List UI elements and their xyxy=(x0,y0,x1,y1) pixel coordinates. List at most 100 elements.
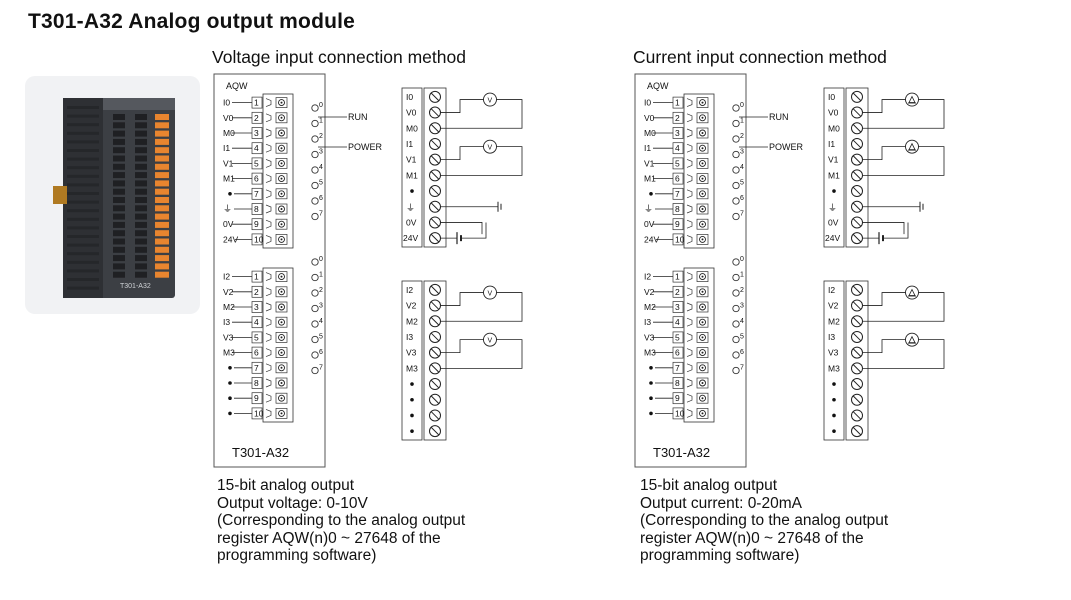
photo-orange-terminal xyxy=(155,221,169,228)
photo-terminal-slot xyxy=(135,155,147,162)
photo-terminal-slot xyxy=(113,172,125,179)
screw-center xyxy=(280,321,283,324)
led-number: 6 xyxy=(319,195,323,202)
terminal-label: M3 xyxy=(223,348,235,358)
clamp-arrow xyxy=(686,128,693,138)
load-wire-positive xyxy=(862,339,906,354)
photo-terminal-slot xyxy=(113,205,125,212)
screw-head xyxy=(278,409,285,417)
screw-head xyxy=(699,303,706,311)
field-screw-slot xyxy=(430,155,440,165)
field-screw-slot xyxy=(430,233,440,243)
terminal-label: M2 xyxy=(223,302,235,312)
field-screw-slot xyxy=(852,379,862,389)
photo-orange-terminal xyxy=(155,180,169,187)
terminal-label: I3 xyxy=(644,317,651,327)
status-led xyxy=(732,320,740,328)
photo-terminal-slot xyxy=(113,230,125,237)
screw-center xyxy=(280,397,283,400)
pin-number: 6 xyxy=(675,174,680,184)
pin-number: 10 xyxy=(254,408,264,418)
clamp-arrow xyxy=(265,189,272,199)
photo-vent-rib xyxy=(67,174,99,178)
status-led xyxy=(311,197,319,205)
terminal-label: V3 xyxy=(644,332,655,342)
clamp-arrow xyxy=(265,174,272,183)
module-outline xyxy=(213,73,326,468)
field-terminal-label: I3 xyxy=(406,332,413,342)
status-led xyxy=(311,104,319,112)
photo-terminal-slot xyxy=(135,221,147,228)
pin-number-box xyxy=(251,142,263,155)
field-terminal-label: I1 xyxy=(828,139,835,149)
screw-center xyxy=(280,101,283,104)
load-wire-positive xyxy=(862,99,906,113)
field-terminal-label: 0V xyxy=(828,217,839,227)
led-number: 1 xyxy=(319,118,323,125)
photo-terminal-slot xyxy=(135,138,147,145)
clamp-arrow xyxy=(265,333,272,342)
field-screw-slot xyxy=(430,395,440,405)
clamp-arrow xyxy=(686,363,693,373)
screw-head xyxy=(699,99,706,107)
photo-vent-rib xyxy=(67,243,99,247)
current-note-1: 15-bit analog output xyxy=(640,477,778,494)
page-title: T301-A32 Analog output module xyxy=(28,10,356,33)
terminal-label: 0V xyxy=(644,219,655,229)
screw-center xyxy=(701,366,704,369)
current-notes: 15-bit analog output Output current: 0-2… xyxy=(640,477,888,565)
clamp-arrow xyxy=(265,348,272,357)
pin-number-box xyxy=(251,407,263,420)
screw-center xyxy=(280,238,283,241)
status-led xyxy=(311,212,319,221)
field-screw-slot xyxy=(852,233,862,243)
clamp-arrow xyxy=(265,98,272,107)
photo-orange-terminal xyxy=(155,246,169,253)
led-number: 7 xyxy=(319,211,323,218)
photo-terminal-slot xyxy=(113,213,125,220)
field-unused-dot xyxy=(832,413,836,418)
photo-vent-rib xyxy=(67,123,99,127)
pin-number: 9 xyxy=(254,393,259,403)
module-header-label: AQW xyxy=(226,81,248,91)
screw-center xyxy=(280,351,283,354)
screw-center xyxy=(701,397,704,400)
led-number: 7 xyxy=(740,365,744,372)
field-terminal-label: I0 xyxy=(406,92,413,102)
field-screw-slot xyxy=(430,316,440,326)
screw-head xyxy=(699,205,706,213)
screw-center xyxy=(280,177,283,180)
field-screw-slot xyxy=(852,155,862,165)
pin-number-box xyxy=(251,96,263,109)
photo-orange-terminal xyxy=(155,213,169,220)
photo-vent-rib xyxy=(67,252,99,256)
photo-orange-terminal xyxy=(155,238,169,245)
field-screw-slot xyxy=(852,218,862,227)
terminal-label: M3 xyxy=(644,348,656,358)
status-led xyxy=(732,212,740,221)
photo-vent-rib xyxy=(67,131,99,135)
photo-vent-rib xyxy=(67,157,99,161)
terminal-label: V3 xyxy=(223,332,234,342)
screw-center xyxy=(701,238,704,241)
led-number: 1 xyxy=(319,272,323,279)
current-note-5: programming software) xyxy=(640,547,800,564)
clamp-arrow xyxy=(265,302,272,312)
current-note-2: Output current: 0-20mA xyxy=(640,494,802,512)
voltage-note-1: 15-bit analog output xyxy=(217,477,355,494)
field-screw-slot xyxy=(852,108,862,117)
photo-orange-terminal xyxy=(155,271,169,278)
unused-terminal-dot xyxy=(649,192,653,196)
screw-center xyxy=(701,132,704,134)
module-model-label: T301-A32 xyxy=(653,445,710,460)
led-number: 5 xyxy=(740,334,744,341)
field-screw-slot xyxy=(852,139,862,149)
field-screw-slot xyxy=(430,202,440,212)
terminal-label: I0 xyxy=(223,98,230,108)
field-screw-slot xyxy=(430,332,440,342)
screw-head xyxy=(278,129,285,137)
status-led xyxy=(732,104,740,112)
